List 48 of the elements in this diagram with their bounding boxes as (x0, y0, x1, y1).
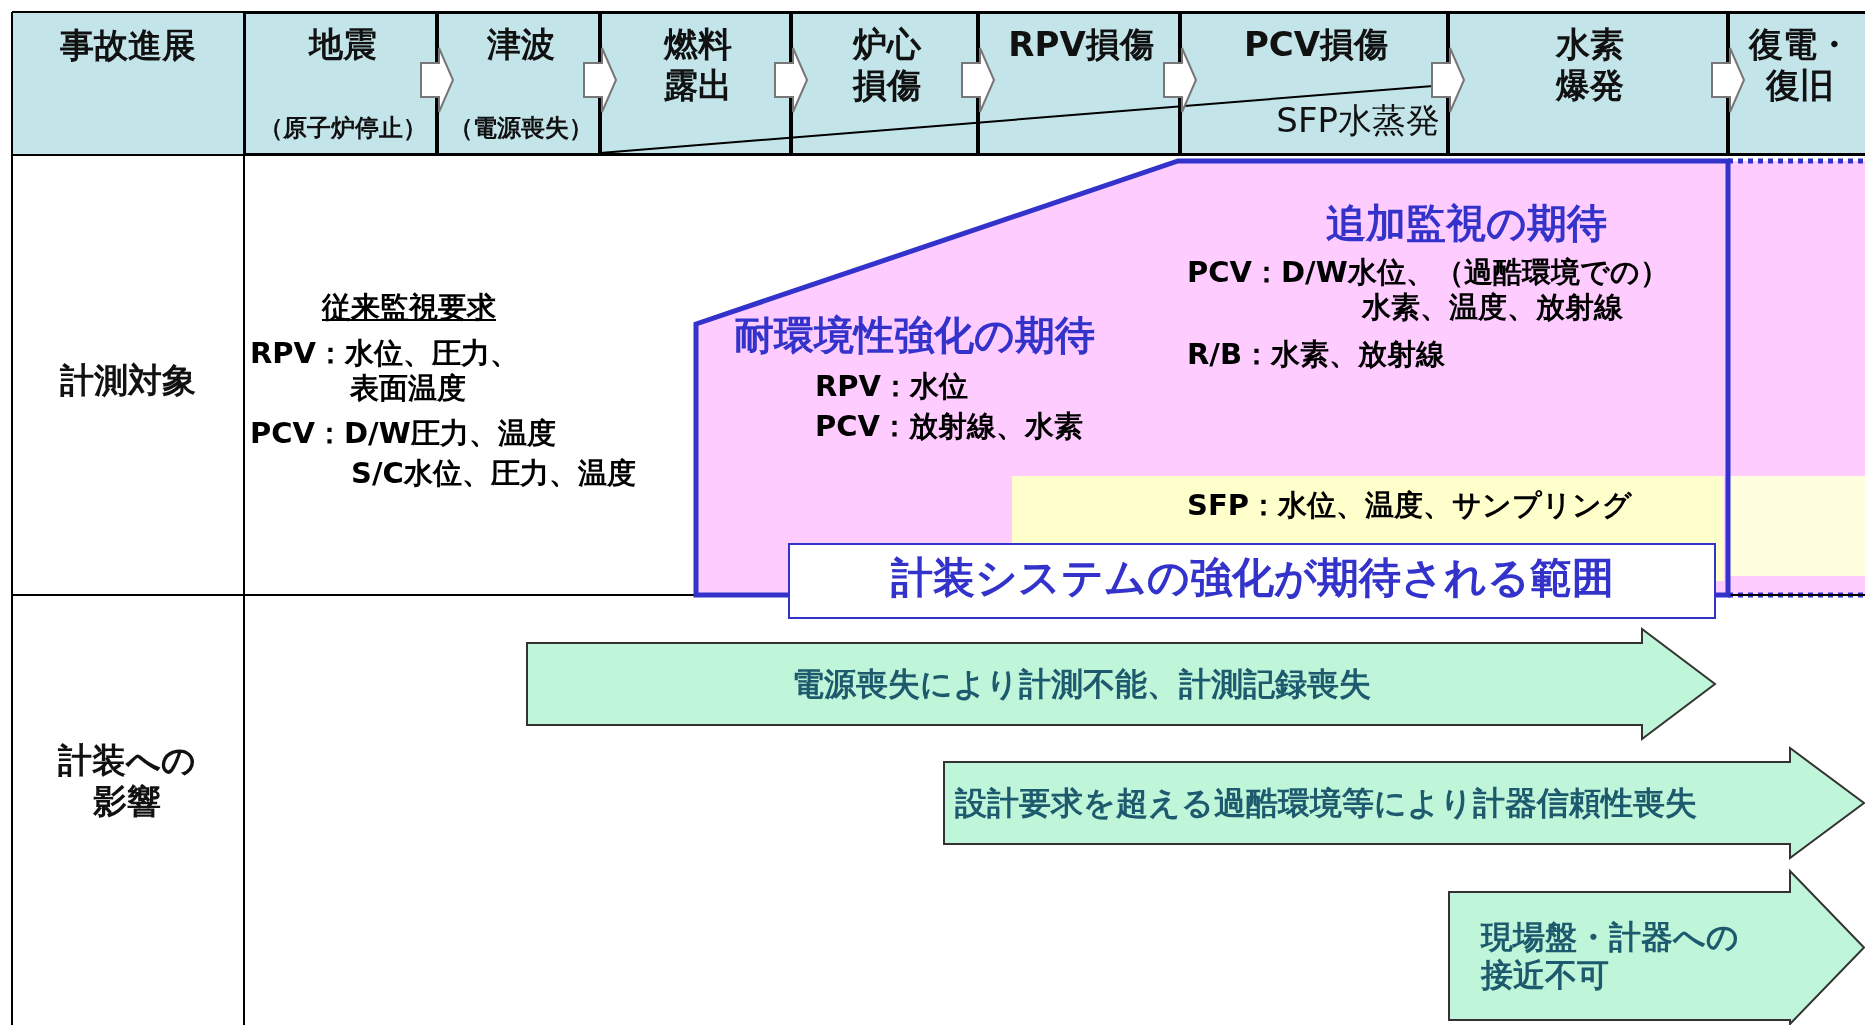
chevron-arrow (961, 47, 996, 113)
section-heading: 追加監視の期待 (1324, 199, 1608, 247)
requirement-text: PCV：D/W圧力、温度 (250, 416, 557, 451)
stage-cell (437, 12, 600, 155)
stage-label: 地震 (307, 24, 378, 65)
row-header: 計装への影響 (57, 740, 197, 822)
chevron-arrow (1431, 47, 1466, 113)
stage-cell (1180, 12, 1448, 155)
section-heading: 従来監視要求 (322, 290, 497, 325)
chevron-arrow (774, 47, 809, 113)
chevron-arrow (420, 47, 455, 113)
requirement-text: S/C水位、圧力、温度 (351, 456, 637, 491)
stage-label: 水素爆発 (1554, 24, 1625, 106)
impact-banner (943, 747, 1865, 859)
stage-cell (791, 12, 978, 155)
stage-label: 燃料露出 (662, 24, 733, 106)
requirement-text: SFP：水位、温度、サンプリング (1187, 488, 1633, 523)
stage-note: SFP水蒸発 (1275, 100, 1440, 141)
impact-banner (1448, 870, 1865, 1025)
stage-cell (600, 12, 791, 155)
scope-label: 計装システムの強化が期待される範囲 (889, 553, 1615, 604)
stage-cell (244, 12, 437, 155)
requirement-text: R/B：水素、放射線 (1187, 337, 1447, 372)
impact-text: 現場盤・計器への接近不可 (1481, 917, 1740, 995)
section-heading: 耐環境性強化の期待 (734, 311, 1096, 359)
stage-note: （電源喪失） (447, 114, 594, 143)
requirement-text: PCV：放射線、水素 (815, 409, 1084, 444)
impact-banner (526, 628, 1716, 740)
stage-label: 炉心損傷 (851, 24, 923, 106)
impact-text: 設計要求を超える過酷環境等により計器信頼性喪失 (955, 783, 1698, 823)
impact-text: 電源喪失により計測不能、計測記録喪失 (790, 664, 1372, 704)
scope-label-box (788, 543, 1716, 619)
chevron-arrow (1711, 47, 1746, 113)
requirement-text: RPV：水位 (815, 369, 970, 404)
stage-label: RPV損傷 (1007, 24, 1155, 65)
chevron-arrow (583, 47, 618, 113)
row-header: 計測対象 (59, 360, 197, 401)
stage-note: （原子炉停止） (257, 114, 428, 143)
column-header: 事故進展 (13, 13, 243, 154)
requirement-text: PCV：D/W水位、（過酷環境での）水素、温度、放射線 (1187, 255, 1670, 325)
stage-label: 復電・復旧 (1747, 24, 1852, 106)
stage-cell (1448, 12, 1728, 155)
stage-label: PCV損傷 (1242, 24, 1390, 65)
stage-label: 津波 (485, 24, 556, 65)
requirement-text: RPV：水位、圧力、表面温度 (250, 336, 521, 406)
stage-cell (978, 12, 1180, 155)
chevron-arrow (1163, 47, 1198, 113)
stage-cell (1728, 12, 1865, 155)
